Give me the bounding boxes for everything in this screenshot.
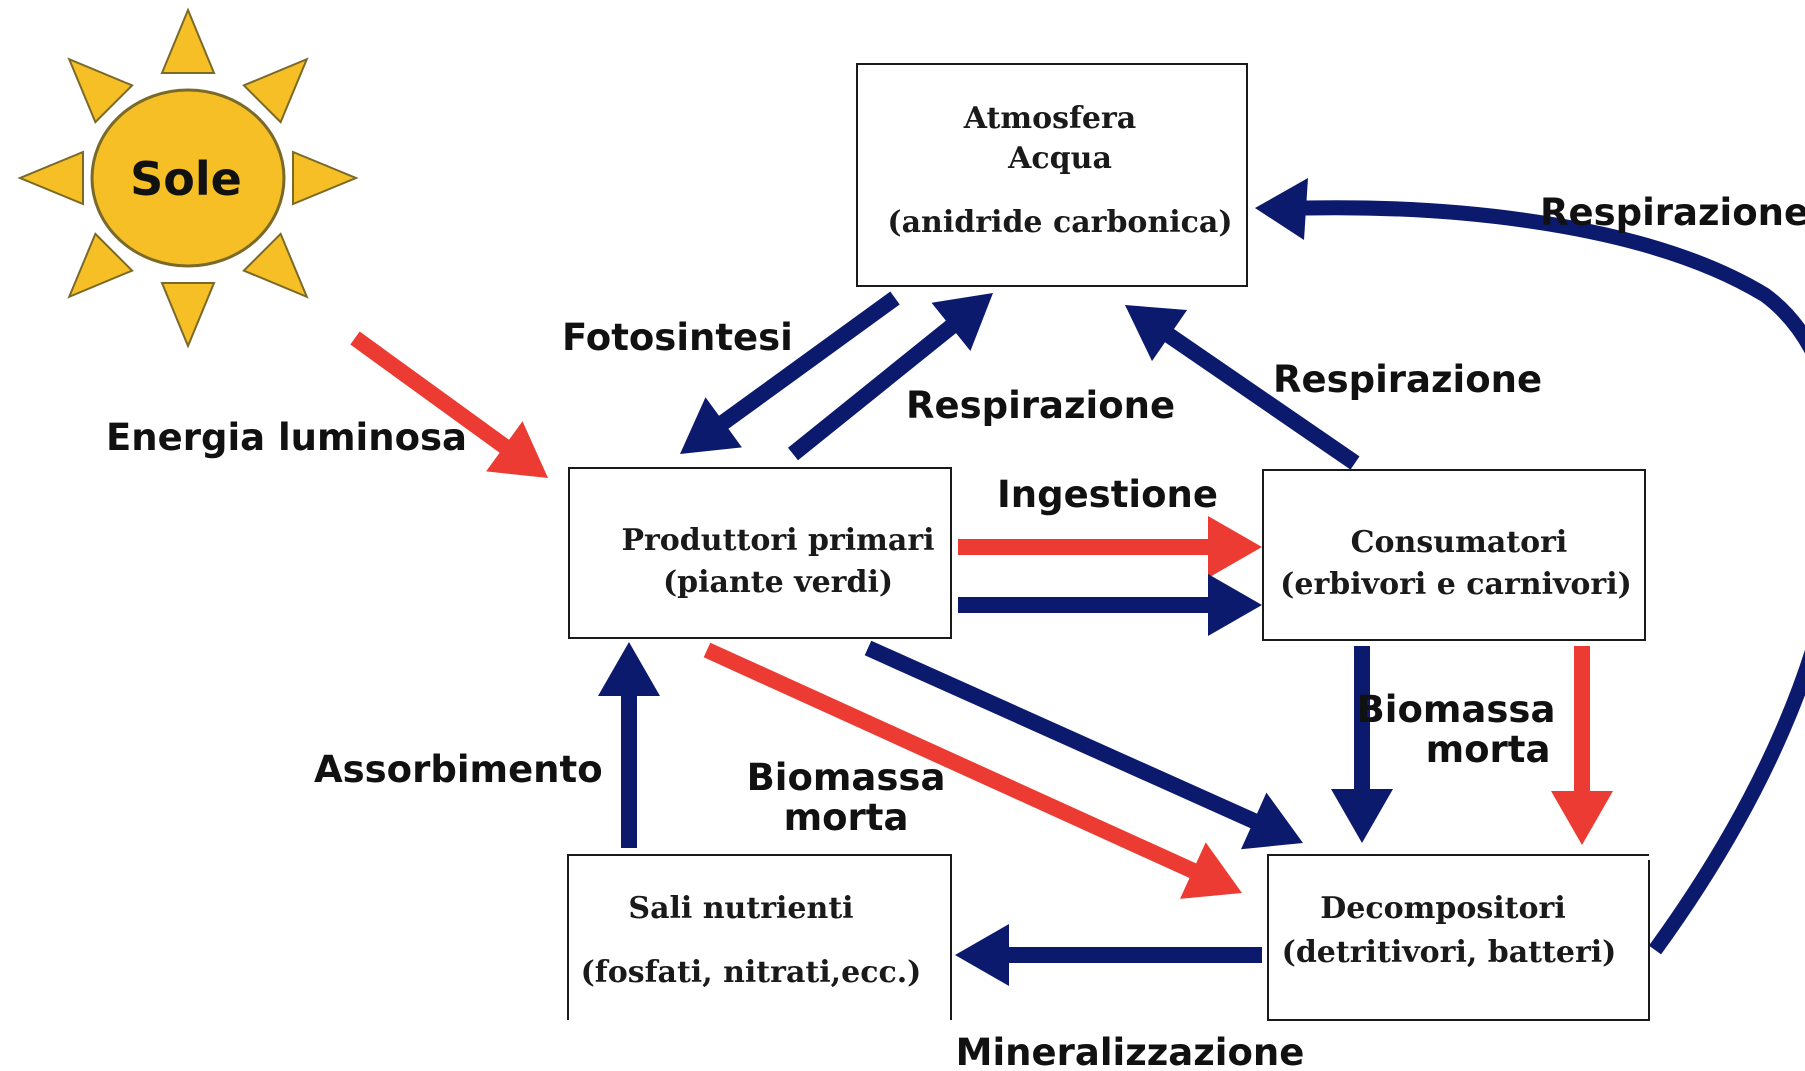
label-dead-biomass-left-2: morta [784,796,909,839]
arrow-dead-biomass-producers-blue [864,640,1303,850]
sun-ray [242,232,309,299]
arrow-photosynthesis [680,291,900,454]
label-absorption: Assorbimento [314,748,603,791]
label-respiration-producers: Respirazione [906,384,1175,427]
box-consumers: Consumatori (erbivori e carnivori) [1262,469,1646,641]
box-consumers-line1: Consumatori [1351,525,1568,560]
box-nutrients-line2: (fosfati, nitrati,ecc.) [581,955,922,990]
sun-ray [67,232,134,299]
box-nutrients: Sali nutrienti (fosfati, nitrati,ecc.) [567,854,952,1020]
arrow-light-energy [350,331,548,478]
box-atmosphere: Atmosfera Acqua (anidride carbonica) [856,63,1248,287]
label-respiration-consumers: Respirazione [1273,358,1542,401]
box-decomposers-line1: Decompositori [1320,891,1565,926]
label-photosynthesis: Fotosintesi [562,316,793,359]
arrow-respiration-consumers [1125,305,1360,470]
label-light-energy: Energia luminosa [106,416,467,459]
sun-ray [242,57,309,124]
box-nutrients-line1: Sali nutrienti [628,891,853,926]
arrow-respiration-producers [788,293,993,461]
arrow-dead-biomass-consumers-red [1551,646,1613,845]
arrow-mineralization [955,924,1262,986]
box-decomposers-line2: (detritivori, batteri) [1282,935,1617,970]
box-producers: Produttori primari (piante verdi) [568,467,952,639]
sun-ray [17,150,84,206]
sun-ray [160,282,216,349]
box-atmosphere-line3: (anidride carbonica) [887,205,1232,240]
box-consumers-line2: (erbivori e carnivori) [1280,567,1632,602]
box-atmosphere-line2: Acqua [1007,141,1112,176]
arrow-respiration-decomposers [1255,178,1805,955]
label-mineralization: Mineralizzazione [956,1031,1305,1071]
label-dead-biomass-left-1: Biomassa [747,756,946,799]
sun-disc [90,88,286,268]
sun-ray [160,7,216,74]
label-dead-biomass-right-2: morta [1426,728,1551,771]
box-producers-line1: Produttori primari [621,523,934,558]
arrow-absorption [598,642,660,848]
arrow-dead-biomass-consumers-blue [1331,646,1393,843]
label-ingestion: Ingestione [997,473,1218,516]
sun-ray [67,57,134,124]
arrow-dead-biomass-producers-red [703,642,1242,899]
label-respiration-decomposers: Respirazione [1540,191,1805,234]
box-atmosphere-line1: Atmosfera [963,101,1137,136]
sun-ray [292,150,359,206]
sun-label: Sole [130,152,242,206]
box-producers-line2: (piante verdi) [663,565,893,600]
arrow-ingestion-blue [958,574,1262,636]
label-dead-biomass-right-1: Biomassa [1357,688,1556,731]
sun-icon: Sole [17,7,359,349]
box-decomposers: Decompositori (detritivori, batteri) [1267,854,1650,1021]
arrow-ingestion-red [958,516,1262,578]
